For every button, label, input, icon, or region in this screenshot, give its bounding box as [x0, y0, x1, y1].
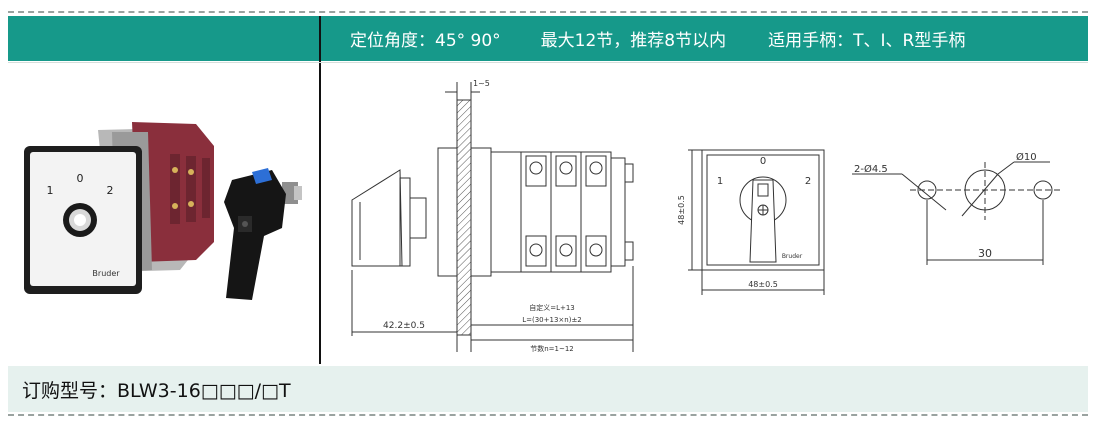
photo-brand: Bruder — [92, 269, 120, 278]
cutout-view — [852, 161, 1060, 265]
face-pos-2: 2 — [805, 176, 811, 187]
terminal-screws — [525, 155, 607, 267]
mount-dimension-label: 42.2±0.5 — [383, 321, 425, 331]
face-height-label: 48±0.5 — [677, 195, 686, 225]
technical-drawing: 1~5 42.2±0.5 自定义=L+13 L=(30+13×n)±2 节数n=… — [351, 79, 1060, 353]
front-view — [688, 149, 825, 295]
photo-pos-0: 0 — [77, 172, 84, 185]
side-view — [351, 82, 634, 352]
face-pos-1: 1 — [717, 176, 723, 187]
sections-label: 节数n=1~12 — [530, 344, 574, 353]
product-photo: 1 0 2 Bruder — [24, 122, 302, 300]
switch-handle — [224, 168, 302, 300]
spec-line: 定位角度：45° 90° 最大12节，推荐8节以内 适用手柄：T、I、R型手柄 — [320, 16, 1088, 61]
switch-front-bezel: 1 0 2 Bruder — [24, 146, 142, 294]
photo-pos-2: 2 — [107, 184, 114, 197]
order-model: 订购型号：BLW3-16□□□/□T — [22, 379, 291, 402]
mounting-panel — [456, 99, 472, 336]
handle-spec: 适用手柄：T、I、R型手柄 — [768, 31, 966, 51]
photo-pos-1: 1 — [47, 184, 54, 197]
header-left-blank — [8, 16, 320, 61]
header-underline — [8, 62, 1088, 63]
vertical-divider — [319, 16, 321, 364]
face-brand: Bruder — [782, 253, 803, 260]
top-dashed-border — [8, 11, 1088, 13]
face-pos-0: 0 — [760, 156, 766, 167]
hole-spacing-label: 30 — [978, 247, 992, 260]
length-alt-label: 自定义=L+13 — [529, 303, 575, 312]
panel-thickness-label: 1~5 — [473, 79, 490, 88]
hole-small-label: 2-Ø4.5 — [854, 163, 888, 175]
order-footer: 订购型号：BLW3-16□□□/□T — [8, 366, 1088, 412]
sections-spec: 最大12节，推荐8节以内 — [540, 31, 727, 51]
hole-center-label: Ø10 — [1016, 151, 1037, 163]
length-formula-label: L=(30+13×n)±2 — [522, 316, 582, 324]
bottom-dashed-border — [8, 414, 1088, 416]
face-width-label: 48±0.5 — [748, 280, 778, 289]
angle-spec: 定位角度：45° 90° — [350, 31, 501, 51]
spec-header-bar: 定位角度：45° 90° 最大12节，推荐8节以内 适用手柄：T、I、R型手柄 — [8, 16, 1088, 61]
